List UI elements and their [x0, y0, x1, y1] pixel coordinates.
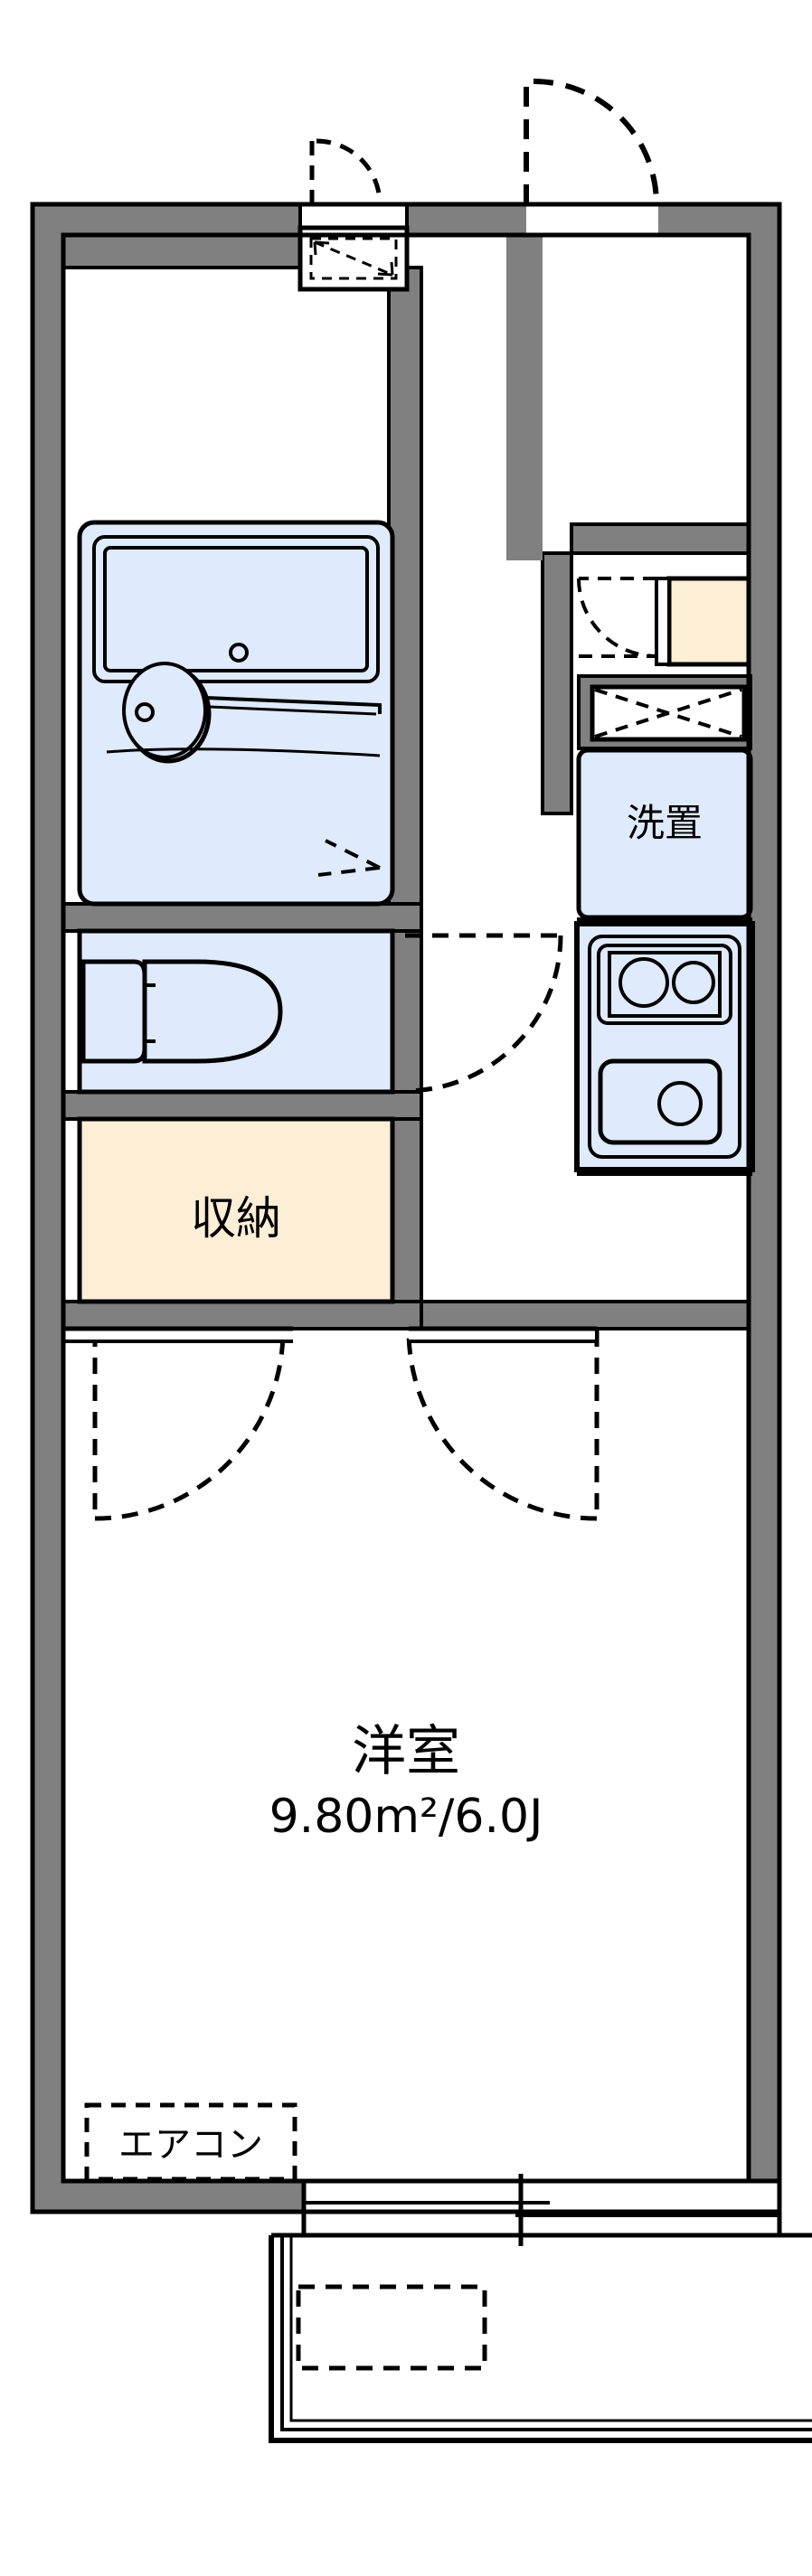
closet-door-swing	[63, 1326, 293, 1521]
toilet-room	[77, 928, 395, 1095]
hall-to-bath-door-swing	[404, 933, 563, 1094]
entry-door-swing	[524, 79, 659, 205]
washer-label: 洗置	[627, 801, 703, 845]
storage-label: 収納	[191, 1192, 281, 1245]
balcony	[269, 2233, 812, 2443]
meter-door-swing	[309, 138, 382, 205]
main-room-area: 9.80m²/6.0J	[269, 1790, 543, 1844]
shoe-box-cabinet	[297, 202, 410, 292]
balcony-dashed-box	[296, 2284, 487, 2371]
entry-door-opening	[526, 202, 658, 238]
aircon-label: エアコン	[118, 2124, 263, 2166]
unit-bath	[77, 520, 395, 907]
main-room-label-group: 洋室 9.80m²/6.0J	[269, 1720, 543, 1844]
room-entry-door-swing	[406, 1326, 600, 1521]
washer-space: 洗置	[576, 747, 753, 920]
storage-closet: 収納	[77, 1116, 395, 1304]
wall-outlines	[30, 202, 782, 2214]
aircon-tag: エアコン	[84, 2102, 297, 2182]
main-room-name: 洋室	[352, 1720, 460, 1783]
kitchen-cabinet-door-swing	[577, 577, 657, 658]
utility-box	[577, 674, 752, 750]
upper-cabinet	[655, 576, 751, 667]
kitchen-unit	[574, 917, 755, 1176]
